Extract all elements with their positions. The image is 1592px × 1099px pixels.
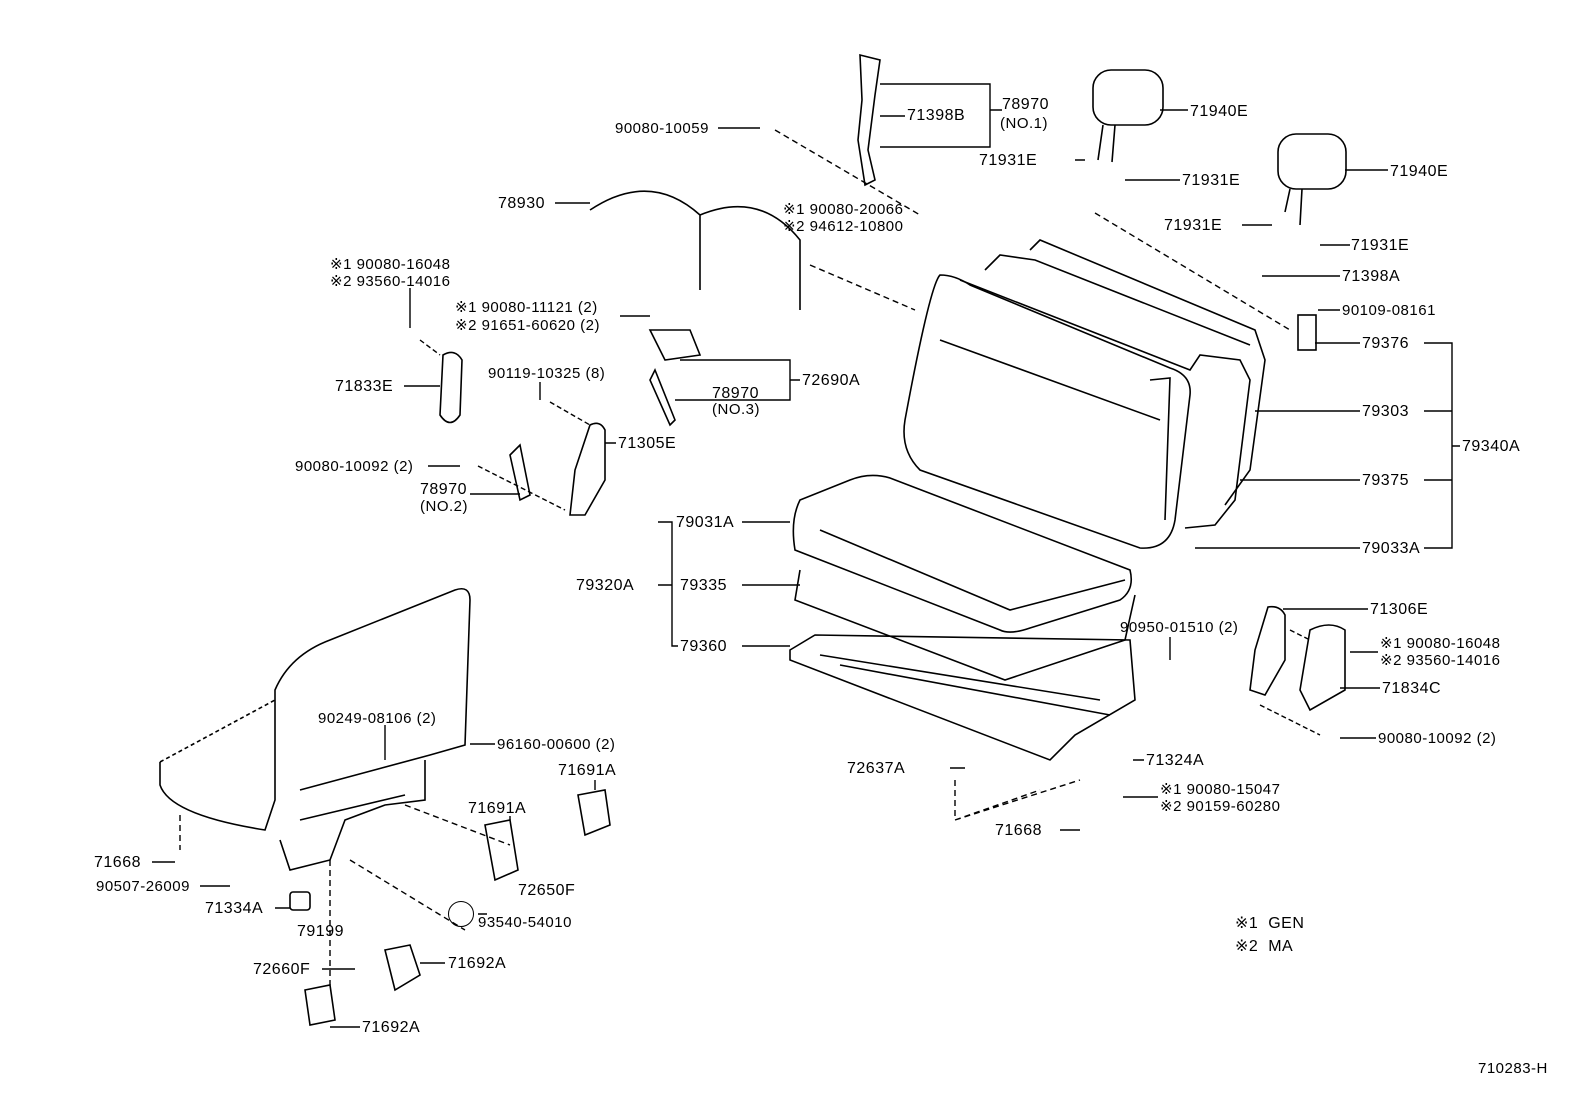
part-93560-14016: ※2 93560-14016 (1380, 652, 1501, 669)
part-90080-16048: ※1 90080-16048 (330, 256, 451, 273)
part-90109-08161: 90109-08161 (1342, 302, 1436, 319)
legend-item-1: ※1 GEN (1235, 915, 1304, 932)
part-71931e: 71931E (1182, 172, 1241, 189)
part-78930: 78930 (498, 195, 545, 212)
misc-parts (289, 53, 1346, 1026)
part-90950-01510: 90950-01510 (2) (1120, 619, 1239, 636)
part-79303: 79303 (1362, 403, 1409, 420)
part-79340a: 79340A (1462, 438, 1521, 455)
part-71691a: 71691A (558, 762, 617, 779)
part-78970-no3: 78970 (712, 385, 759, 402)
part-93540-54010: 93540-54010 (448, 901, 572, 931)
leader-lines (152, 83, 1460, 1028)
part-72660f: 72660F (253, 961, 311, 978)
part-71668: 71668 (94, 854, 141, 871)
seat-cushion (789, 474, 1136, 761)
part-72637a: 72637A (847, 760, 906, 777)
seat-back (903, 239, 1266, 549)
part-90159-60280: ※2 90159-60280 (1160, 798, 1281, 815)
part-78970-no2: 78970 (420, 481, 467, 498)
part-90080-11121: ※1 90080-11121 (2) (455, 299, 598, 316)
legend-mark: ※2 (1235, 938, 1259, 955)
part-79335: 79335 (680, 577, 727, 594)
part-71306e: 71306E (1370, 601, 1429, 618)
part-71398a: 71398A (1342, 268, 1401, 285)
legend-text: GEN (1268, 915, 1305, 932)
part-71334a: 71334A (205, 900, 264, 917)
part-90080-20066: ※1 90080-20066 (783, 201, 904, 218)
part-90507-26009: 90507-26009 (96, 878, 190, 895)
part-93560-14016: ※2 93560-14016 (330, 273, 451, 290)
part-71940e: 71940E (1190, 103, 1249, 120)
part-90119-10325: 90119-10325 (8) (488, 365, 606, 382)
part-79375: 79375 (1362, 472, 1409, 489)
part-79199: 79199 (297, 923, 344, 940)
folding-seat (159, 587, 471, 871)
part-71305e: 71305E (618, 435, 677, 452)
part-94612-10800: ※2 94612-10800 (783, 218, 904, 235)
part-71692a: 71692A (448, 955, 507, 972)
part-96160-00600: 96160-00600 (2) (497, 736, 616, 753)
part-72650f: 72650F (518, 882, 576, 899)
part-90080-10059: 90080-10059 (615, 120, 709, 137)
part-71940e: 71940E (1390, 163, 1449, 180)
legend-item-2: ※2 MA (1235, 938, 1293, 955)
part-90080-10092: 90080-10092 (2) (295, 458, 414, 475)
part-79033a: 79033A (1362, 540, 1421, 557)
part-71931e: 71931E (1351, 237, 1410, 254)
part-78970-no1-sub: (NO.1) (1000, 115, 1048, 132)
legend-mark: ※1 (1235, 915, 1259, 932)
part-78970-no1: 78970 (1002, 96, 1049, 113)
part-79320a: 79320A (576, 577, 635, 594)
legend-text: MA (1268, 938, 1294, 955)
part-71931e: 71931E (1164, 217, 1223, 234)
part-71692a: 71692A (362, 1019, 421, 1036)
part-78970-no3-sub: (NO.3) (712, 401, 760, 418)
part-90080-16048: ※1 90080-16048 (1380, 635, 1501, 652)
part-71691a: 71691A (468, 800, 527, 817)
headrests (1092, 69, 1347, 226)
diagram-code: 710283-H (1478, 1060, 1548, 1077)
part-90249-08106: 90249-08106 (2) (318, 710, 437, 727)
part-71398b: 71398B (907, 107, 966, 124)
part-79360: 79360 (680, 638, 727, 655)
part-90080-10092: 90080-10092 (2) (1378, 730, 1497, 747)
part-71931e: 71931E (979, 152, 1038, 169)
part-78970-no2-sub: (NO.2) (420, 498, 468, 515)
part-91651-60620: ※2 91651-60620 (2) (455, 317, 600, 334)
part-90080-15047: ※1 90080-15047 (1160, 781, 1281, 798)
part-number: 93540-54010 (478, 914, 572, 931)
part-72690a: 72690A (802, 372, 861, 389)
part-71833e: 71833E (335, 378, 394, 395)
part-71834c: 71834C (1382, 680, 1442, 697)
standard-part-s-mark (448, 901, 474, 927)
part-79376: 79376 (1362, 335, 1409, 352)
part-79031a: 79031A (676, 514, 735, 531)
part-71324a: 71324A (1146, 752, 1205, 769)
part-71668: 71668 (995, 822, 1042, 839)
